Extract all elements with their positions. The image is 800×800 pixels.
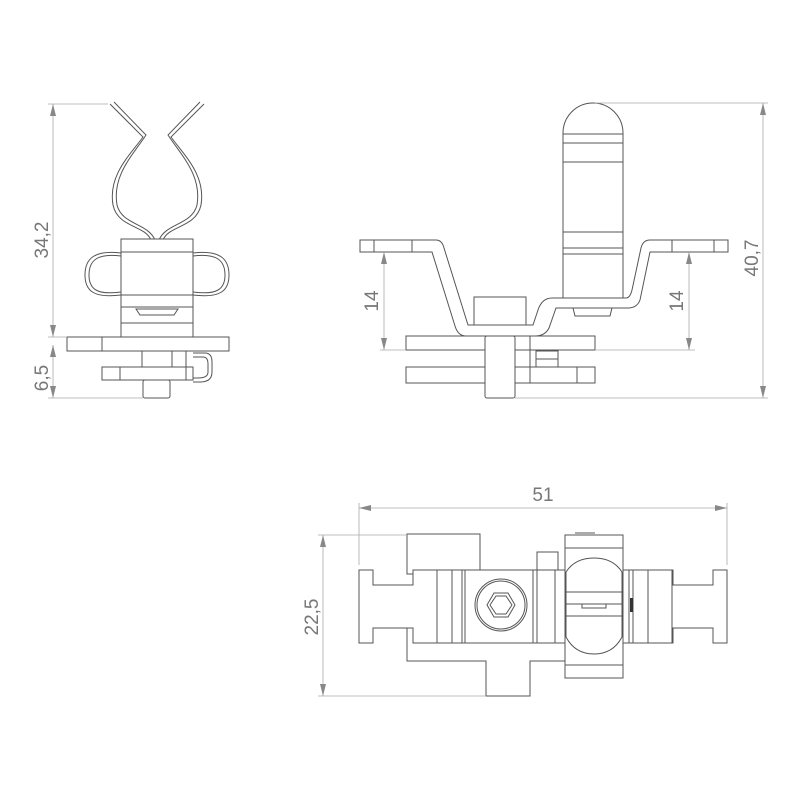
- bottom-plate: [101, 366, 194, 381]
- depth-dimension-label: 22,5: [302, 599, 323, 636]
- clip-body: [120, 238, 194, 338]
- left-height-dimension-label: 14: [362, 290, 383, 312]
- bolt-pin: [142, 379, 171, 399]
- right-height-dimension-label: 14: [667, 290, 688, 312]
- spring-clip: [84, 101, 230, 297]
- knob: [564, 532, 624, 679]
- top-block: [406, 533, 481, 575]
- base-dimension-label: 6,5: [32, 365, 53, 391]
- bracket: [359, 239, 729, 337]
- total-height-dimension-label: 40,7: [742, 240, 763, 277]
- front-view: 14 14 40,7: [359, 102, 768, 399]
- height-dimension-label: 34,2: [32, 222, 53, 259]
- right-body: [622, 569, 728, 644]
- spring-mark: [630, 598, 633, 612]
- boss: [473, 296, 527, 326]
- small-block: [536, 551, 559, 571]
- width-dimension-label: 51: [532, 485, 553, 506]
- side-view: 34,2 6,5: [32, 101, 230, 399]
- hex-socket-screw: [474, 578, 528, 632]
- pillar: [562, 102, 624, 299]
- spacer-block: [141, 350, 173, 368]
- top-plate: [66, 336, 230, 352]
- bolt-pin: [484, 335, 516, 399]
- top-view: 51 22,5: [302, 485, 728, 697]
